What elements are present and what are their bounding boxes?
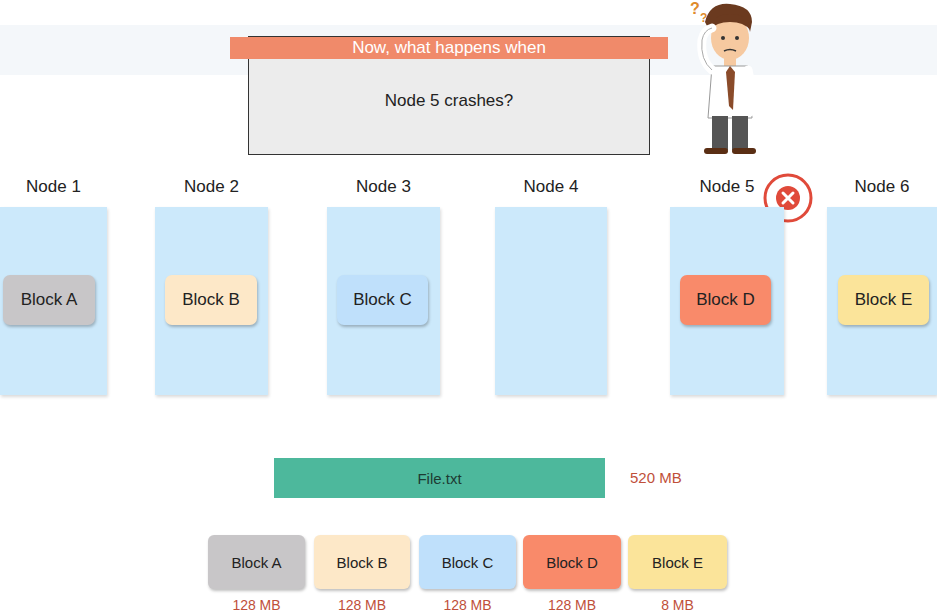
data-node-column: Node 4 — [495, 207, 607, 395]
callout-heading: Now, what happens when — [230, 37, 668, 59]
data-block: Block D — [680, 275, 771, 325]
data-block: Block B — [165, 275, 257, 325]
confused-man: ? ? — [690, 0, 756, 154]
node-heading: Node 6 — [827, 177, 937, 197]
node-heading: Node 5 — [670, 177, 784, 197]
block-name: Block D — [546, 554, 598, 571]
block-size: 128 MB — [409, 597, 526, 613]
data-block: Block E — [838, 275, 929, 325]
node-heading: Node 4 — [495, 177, 607, 197]
block-size: 128 MB — [198, 597, 315, 613]
data-block: Block A — [3, 275, 95, 325]
file-block: Block E8 MB — [628, 535, 727, 589]
node-heading: Node 1 — [0, 177, 107, 197]
block-size: 8 MB — [618, 597, 737, 613]
box-label: Block E — [855, 290, 913, 310]
block-name: Block A — [231, 554, 281, 571]
box-label: Block A — [21, 290, 78, 310]
data-node-column: Node 1Block A — [0, 207, 107, 395]
file-bar: File.txt — [274, 458, 605, 498]
block-size: 128 MB — [513, 597, 631, 613]
file-block: Block B128 MB — [314, 535, 410, 589]
block-name: Block E — [652, 554, 703, 571]
box-label: File.txt — [417, 470, 461, 487]
block-size: 128 MB — [304, 597, 420, 613]
data-node-column: Node 2Block B — [155, 207, 268, 395]
node-heading: Node 3 — [327, 177, 440, 197]
box-label: Block B — [182, 290, 240, 310]
data-node-column: Node 3Block C — [327, 207, 440, 395]
box-label: Block D — [696, 290, 755, 310]
data-node-column: Node 6Block E — [827, 207, 937, 395]
node-heading: Node 2 — [155, 177, 268, 197]
file-block: Block A128 MB — [208, 535, 305, 589]
svg-text:?: ? — [690, 0, 700, 17]
data-node-column: Node 5Block D — [670, 207, 784, 395]
file-size-label: 520 MB — [630, 469, 682, 486]
box-label: Block C — [353, 290, 412, 310]
file-block: Block D128 MB — [523, 535, 621, 589]
callout-box: Now, what happens whenNode 5 crashes? — [248, 36, 650, 155]
callout-text: Node 5 crashes? — [249, 91, 649, 111]
file-block: Block C128 MB — [419, 535, 516, 589]
block-name: Block B — [337, 554, 388, 571]
block-name: Block C — [442, 554, 494, 571]
data-block: Block C — [337, 275, 428, 325]
